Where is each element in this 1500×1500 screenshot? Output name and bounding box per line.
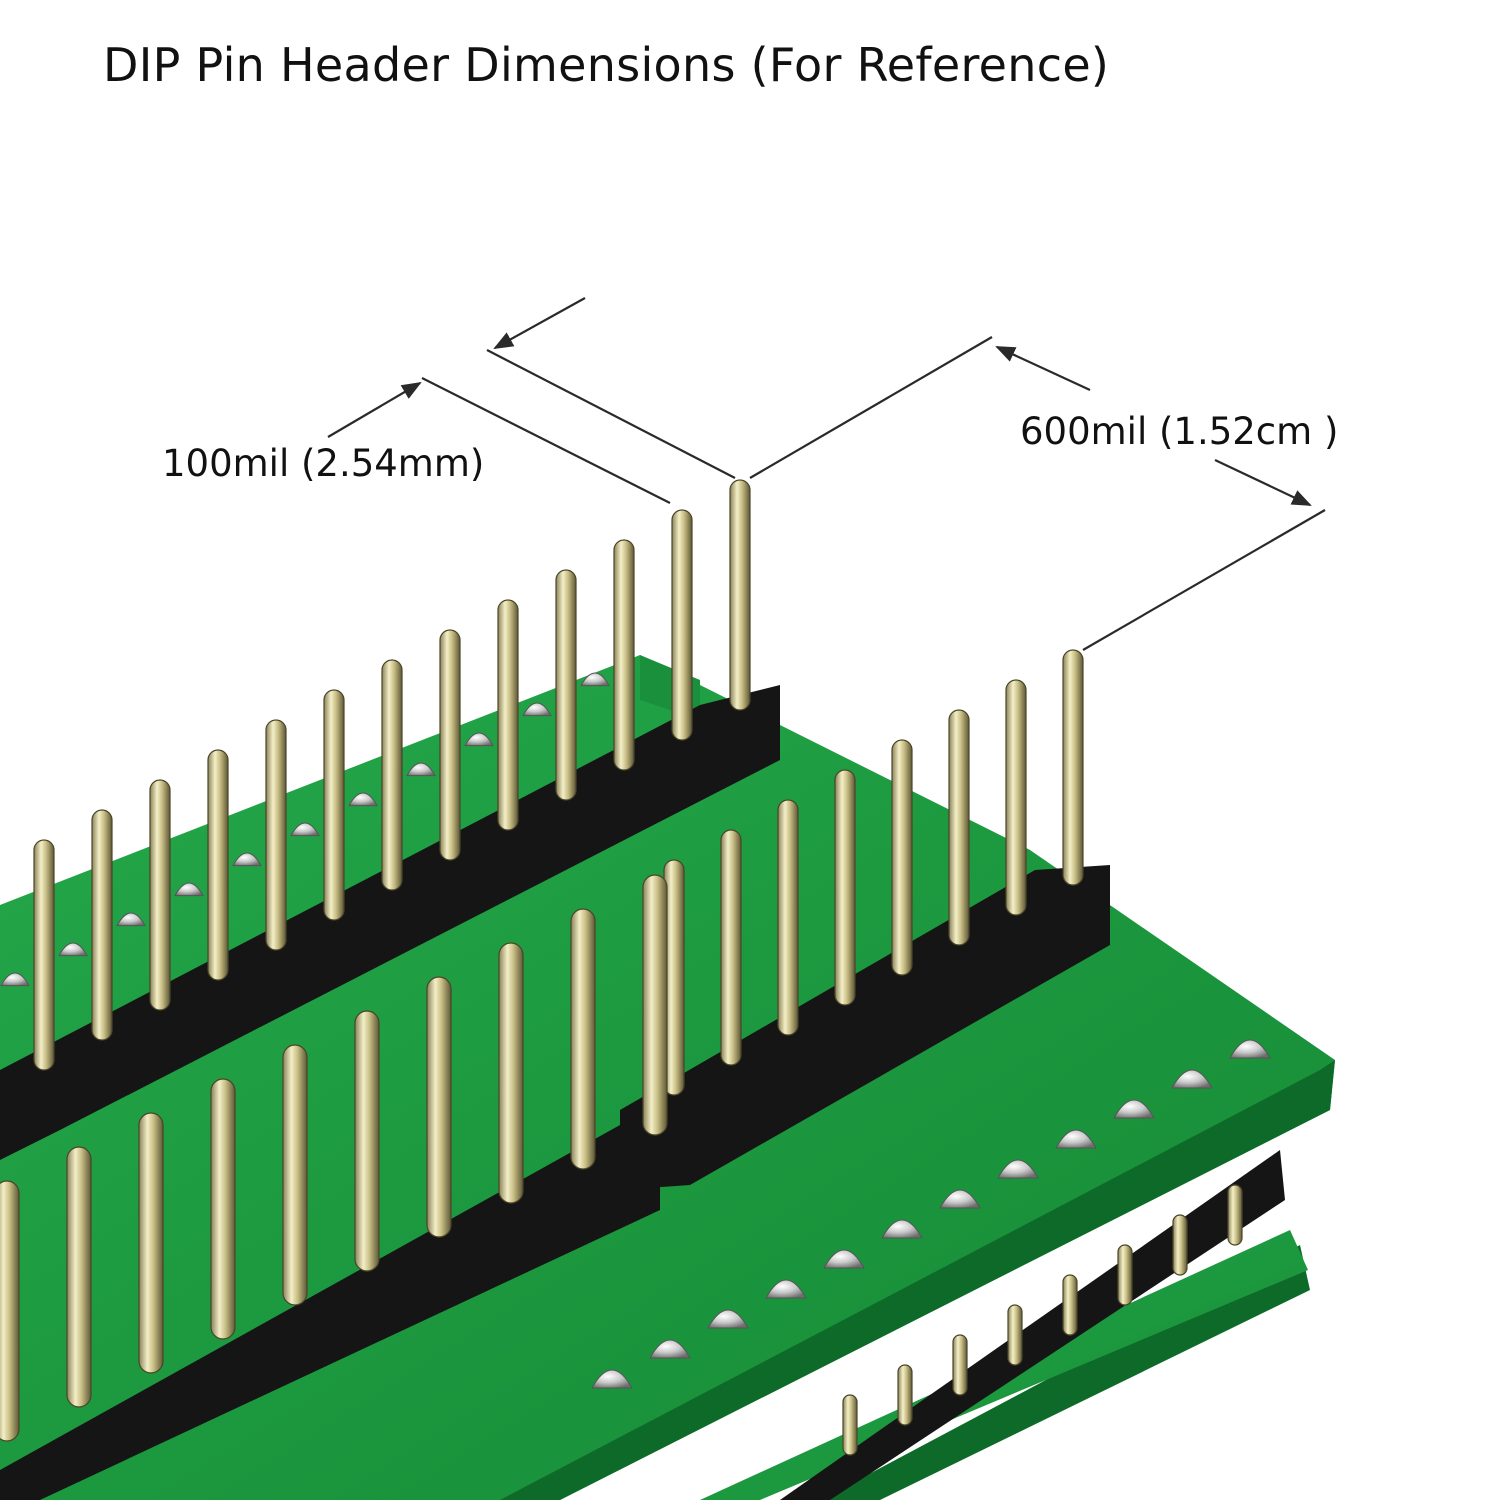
upper-header-pin (33, 839, 55, 1071)
right-header-pin (777, 799, 799, 1036)
width-arrow-bottom (1214, 459, 1312, 506)
solder-joint (1113, 1099, 1155, 1119)
right-header-pin (1005, 679, 1027, 916)
solder-joint (1171, 1069, 1213, 1089)
upper-header-pin (91, 809, 113, 1041)
solder-joint (707, 1309, 749, 1329)
solder-joint (116, 912, 146, 927)
bottom-pin (1007, 1304, 1023, 1366)
pitch-extension-line-right (486, 349, 736, 479)
front-header-pin (282, 1044, 308, 1306)
bottom-pin (1117, 1244, 1133, 1306)
upper-header-pin (381, 659, 403, 891)
right-header-row (620, 649, 1110, 1190)
solder-joint (649, 1339, 691, 1359)
upper-header-pin (265, 719, 287, 951)
bottom-pin (1172, 1214, 1188, 1276)
front-header-pin (570, 908, 596, 1170)
right-header-pins (663, 649, 1084, 1096)
solder-joint (591, 1369, 633, 1389)
solder-joint (0, 972, 30, 987)
solder-joint (939, 1189, 981, 1209)
upper-header-pin (207, 749, 229, 981)
dimension-lines (327, 297, 1326, 651)
front-header-pin (354, 1010, 380, 1272)
row-spacing-label: 600mil (1.52cm ) (1020, 410, 1339, 453)
pitch-arrow-left (327, 381, 422, 438)
bottom-pin (842, 1394, 858, 1456)
front-header-pin (0, 1180, 20, 1442)
page-title: DIP Pin Header Dimensions (For Reference… (103, 38, 1110, 92)
upper-header-pin (671, 509, 693, 741)
solder-joint (522, 702, 552, 717)
upper-header-pin (729, 479, 751, 711)
solder-joint (823, 1249, 865, 1269)
front-header-pin (210, 1078, 236, 1340)
right-header-pin (891, 739, 913, 976)
upper-header-row (0, 479, 780, 1160)
upper-header-pin (555, 569, 577, 801)
solder-joint (406, 762, 436, 777)
front-header-pins (0, 874, 668, 1442)
upper-header-pins (33, 479, 751, 1071)
solder-joint (174, 882, 204, 897)
solder-joint (1055, 1129, 1097, 1149)
upper-header-pin (497, 599, 519, 831)
right-header-pin (834, 769, 856, 1006)
right-header-pin (1062, 649, 1084, 886)
pitch-extension-line-left (421, 377, 671, 504)
front-header-row (0, 874, 668, 1500)
top-solder-joints (0, 672, 610, 987)
width-extension-line-bottom (1082, 509, 1326, 651)
solder-joint (881, 1219, 923, 1239)
front-header-pin (498, 942, 524, 1204)
upper-header-pin (149, 779, 171, 1011)
front-header-pin (66, 1146, 92, 1408)
solder-joint (348, 792, 378, 807)
solder-joint (997, 1159, 1039, 1179)
front-header-pin (426, 976, 452, 1238)
upper-header-pin (613, 539, 635, 771)
pitch-arrow-right (493, 297, 586, 349)
bottom-pin (897, 1364, 913, 1426)
solder-joint (1229, 1039, 1271, 1059)
front-header-pin (138, 1112, 164, 1374)
bottom-board-pins (842, 1184, 1243, 1456)
bottom-pin (952, 1334, 968, 1396)
solder-joint (58, 942, 88, 957)
bottom-pin (1227, 1184, 1243, 1246)
solder-joint (290, 822, 320, 837)
pin-pitch-label: 100mil (2.54mm) (162, 442, 485, 485)
solder-joint (580, 672, 610, 687)
upper-header-pin (323, 689, 345, 921)
width-arrow-top (995, 346, 1091, 391)
right-header-pin (948, 709, 970, 946)
front-header-pin (642, 874, 668, 1136)
solder-joint (464, 732, 494, 747)
bottom-pin (1062, 1274, 1078, 1336)
width-extension-line-top (749, 336, 993, 479)
right-solder-joints (591, 1039, 1271, 1389)
solder-joint (232, 852, 262, 867)
upper-header-pin (439, 629, 461, 861)
solder-joint (765, 1279, 807, 1299)
right-header-pin (720, 829, 742, 1066)
